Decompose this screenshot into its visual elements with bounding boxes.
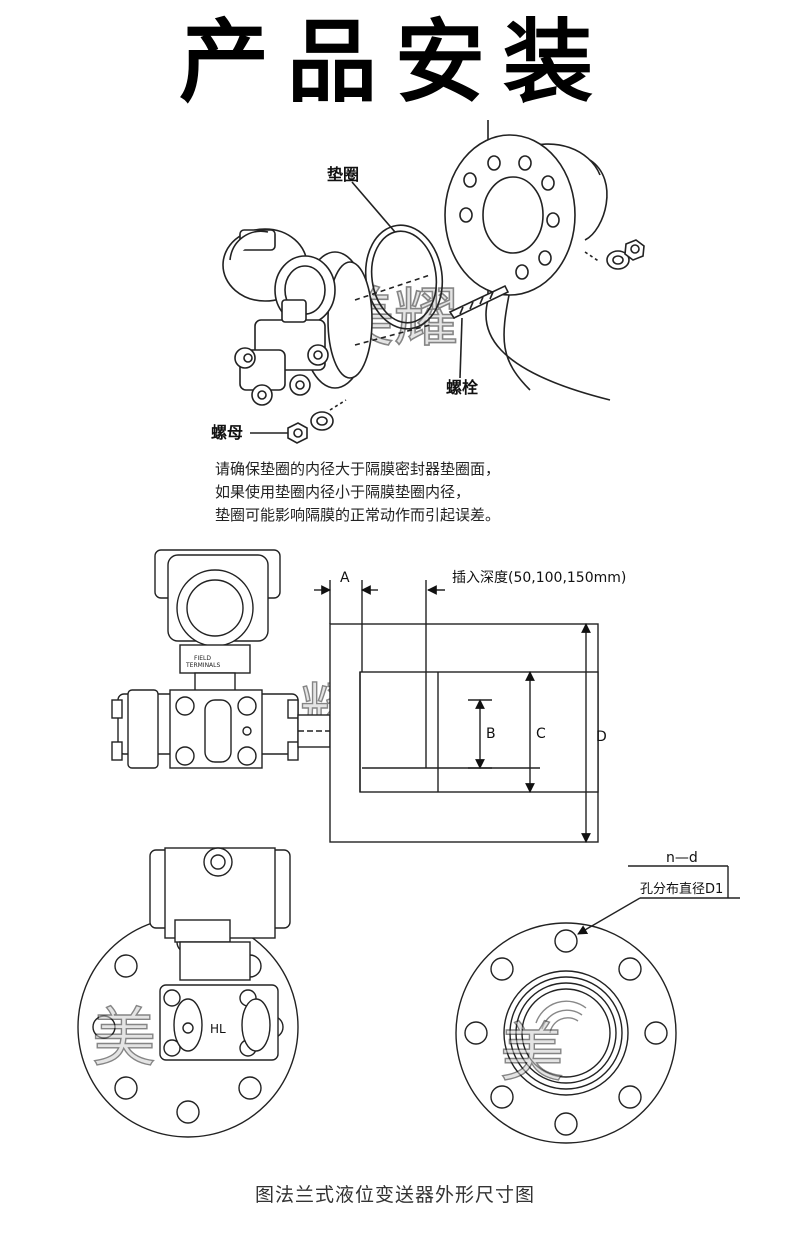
dim-d-label: D [596,729,607,745]
figure-caption: 图法兰式液位变送器外形尺寸图 [254,1184,535,1206]
vessel-flange [444,120,611,401]
field-text-1: FIELD [194,655,211,662]
note-line: 请确保垫圈的内径大于隔膜密封器垫圈面， [215,460,501,478]
bolt-leader [459,317,463,379]
field-text-2: TERMINALS [185,662,221,669]
right-nut-washer [584,239,645,270]
dim-b-label: B [486,726,496,742]
bolt-label: 螺栓 [446,378,479,397]
hl-label: HL [210,1022,226,1036]
front-view: 美 [77,847,299,1138]
front-watermark: 美 [92,1002,156,1076]
dim-a-label: A [340,570,350,586]
installation-note: 请确保垫圈的内径大于隔膜密封器垫圈面， 如果使用垫圈内径小于隔膜垫圈内径， 垫圈… [215,458,735,527]
page-title: 产品安装 [179,10,611,115]
bottom-nut-washer [287,399,347,444]
gasket-label: 垫圈 [327,165,359,184]
insert-depth-label: 插入深度(50,100,150mm) [452,570,626,586]
gasket-leader [351,181,396,233]
bolt [448,284,510,320]
install-illustration: 美耀 [222,120,645,444]
flange-face-view: 美 [455,865,740,1144]
dimension-side-view: 耀 FIELD TERMINALS [111,549,599,843]
nut-label: 螺母 [211,423,243,442]
note-line: 如果使用垫圈内径小于隔膜垫圈内径， [215,483,471,501]
face-watermark: 美 [500,1017,564,1091]
note-line: 垫圈可能影响隔膜的正常动作而引起误差。 [215,506,501,524]
dim-c-label: C [536,726,546,742]
nd-label: n—d [666,850,698,866]
d1-label: 孔分布直径D1 [640,882,723,897]
side-transmitter [111,549,299,769]
transmitter-illustration [222,228,431,406]
